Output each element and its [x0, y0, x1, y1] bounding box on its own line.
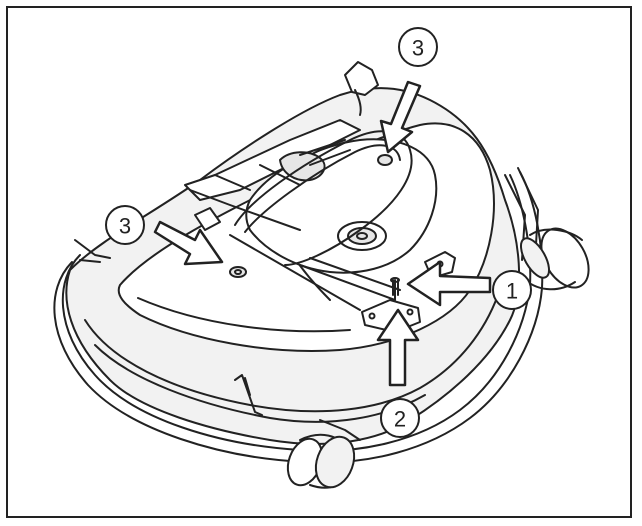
- arrow-1: [406, 260, 492, 307]
- arrow-3-left: [153, 220, 224, 266]
- callout-3-rear-label: 3: [412, 36, 424, 61]
- anti-scalp-wheel-right: [520, 227, 590, 291]
- callout-2-label: 2: [394, 407, 406, 432]
- callout-circle-2: [380, 398, 420, 438]
- callout-1-label: 1: [506, 279, 518, 304]
- deck-lower-rim: [84, 294, 499, 413]
- arrow-3-rear: [379, 80, 422, 154]
- lift-bar: [234, 130, 413, 266]
- plug-rear: [377, 154, 393, 166]
- callout-circle-3-left: [105, 205, 145, 245]
- anti-scalp-wheel-front: [286, 419, 361, 489]
- callout-circle-1: [492, 270, 532, 310]
- arrow-2: [376, 308, 420, 387]
- callout-circle-3-rear: [398, 27, 438, 67]
- plug-left: [229, 266, 247, 278]
- callout-3-left-label: 3: [119, 214, 131, 239]
